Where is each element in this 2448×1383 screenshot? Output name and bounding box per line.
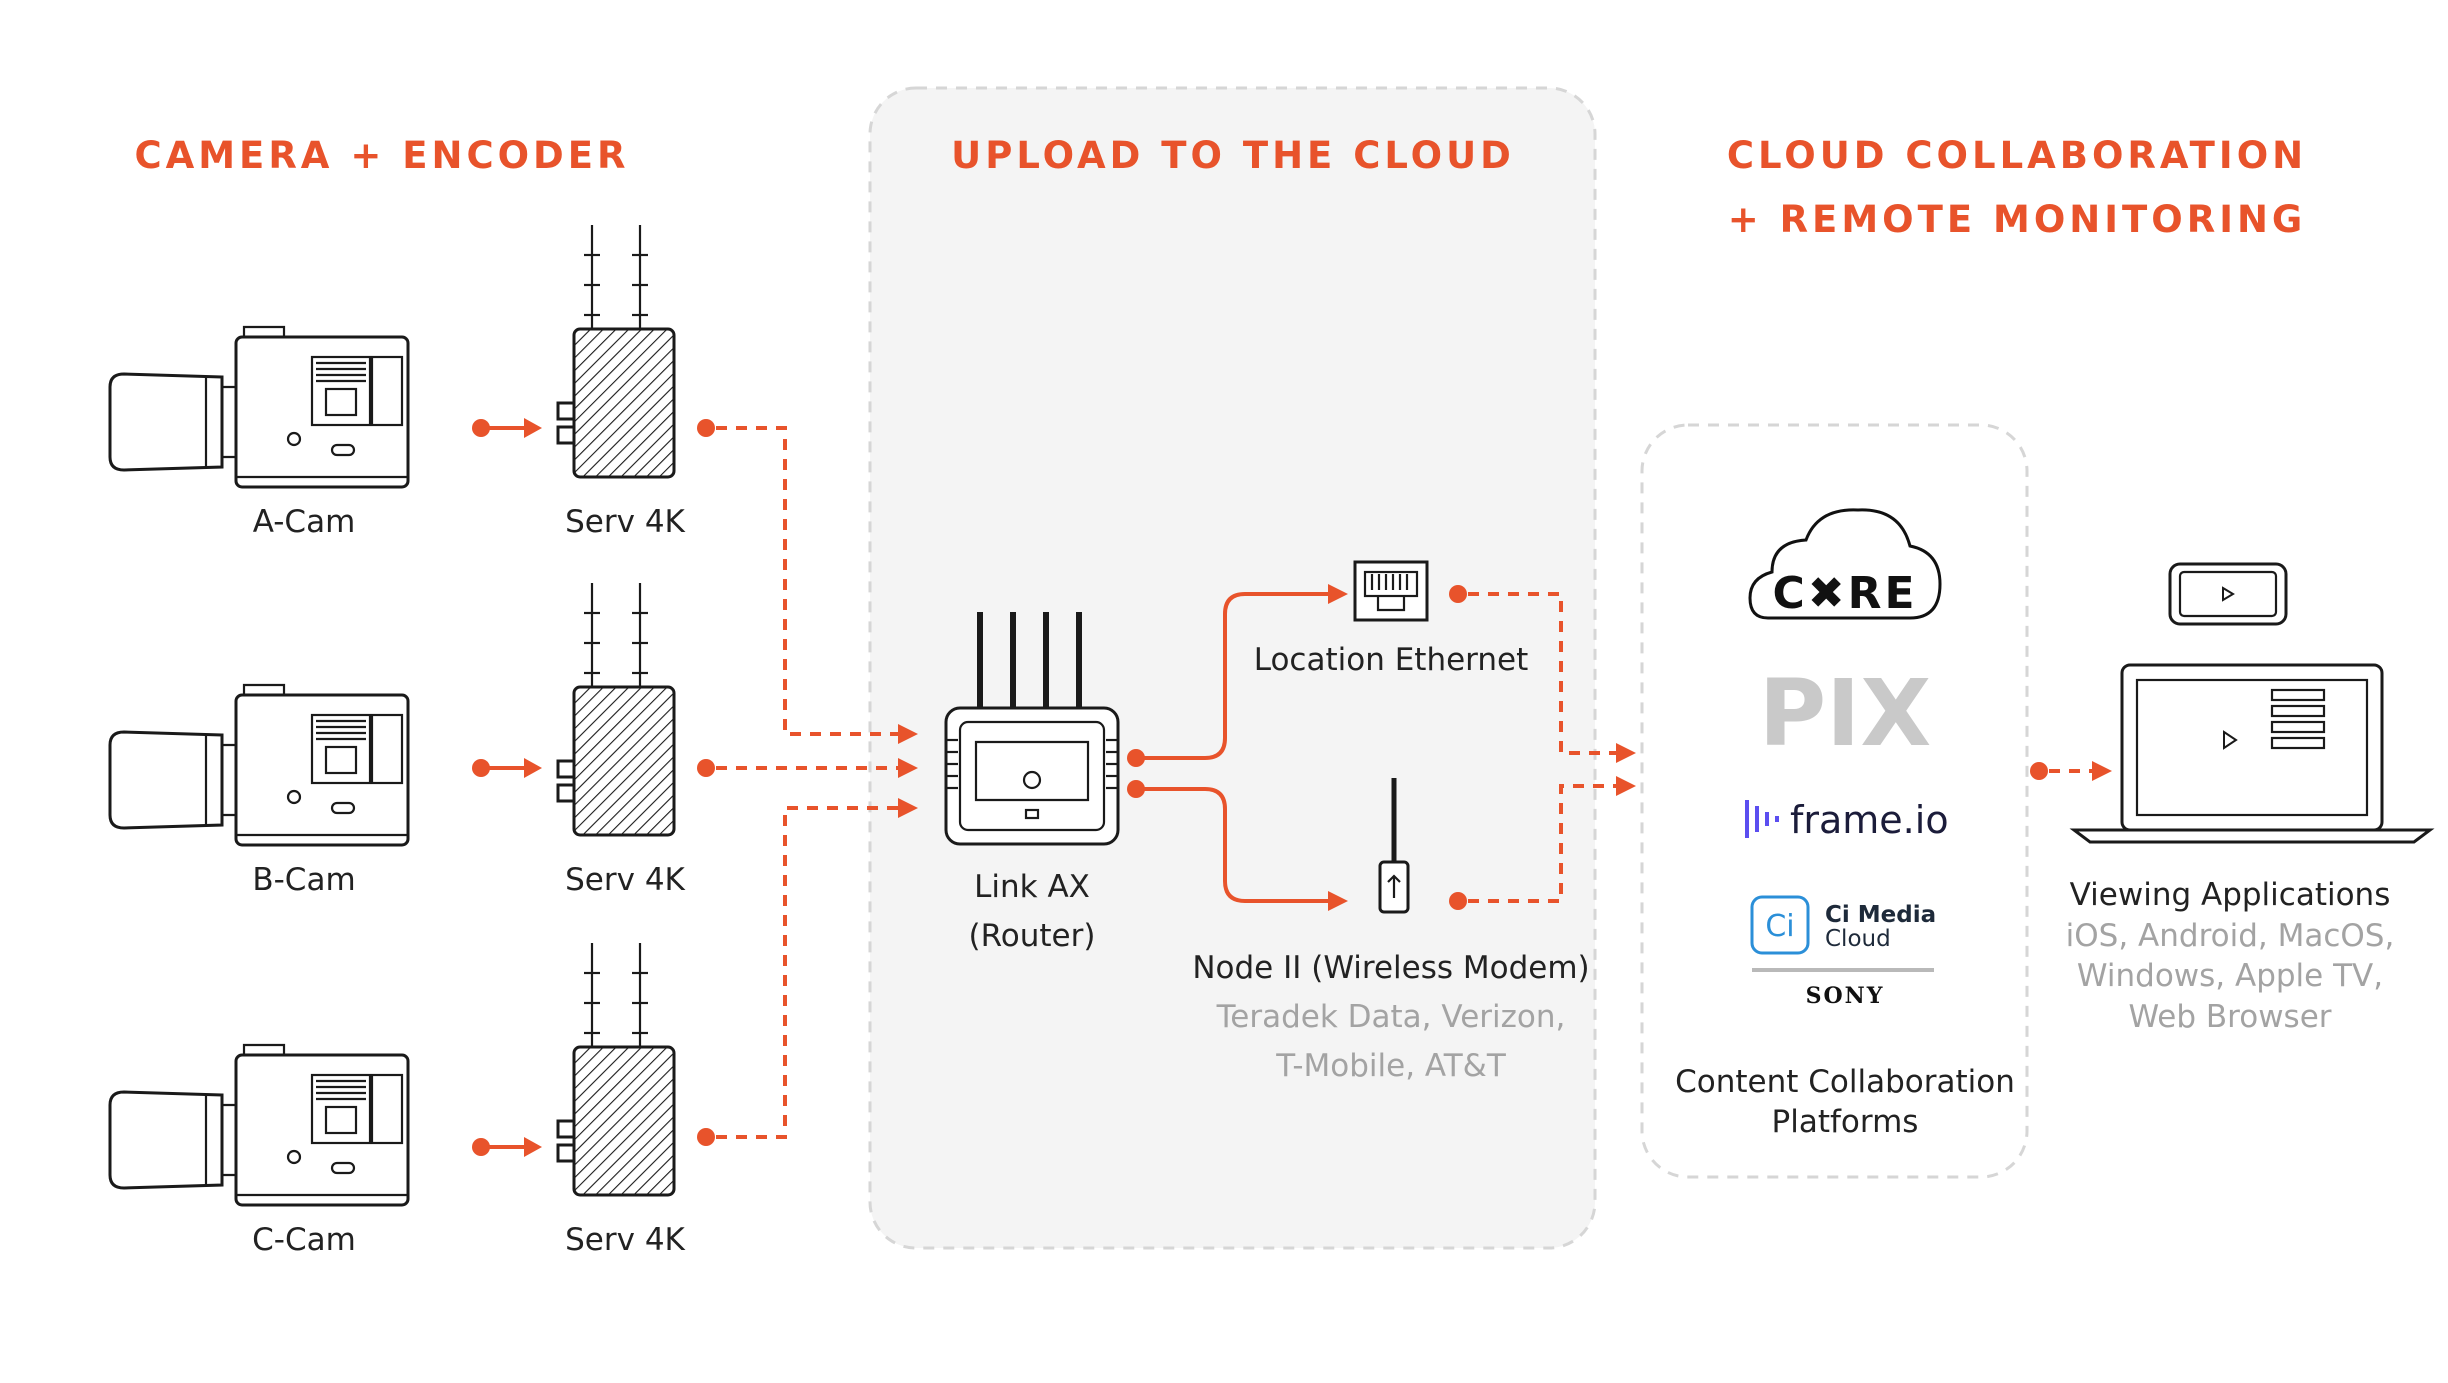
heading-upload: UPLOAD TO THE CLOUD [951, 134, 1515, 177]
ethernet-label: Location Ethernet [1254, 642, 1529, 678]
svg-text:C✖RE: C✖RE [1772, 568, 1917, 619]
frameio-logo: frame.io [1745, 798, 1949, 842]
router-outputs [1127, 584, 1348, 911]
platforms-label-2: Platforms [1772, 1104, 1919, 1140]
modem-icon [1378, 778, 1410, 914]
laptop-icon [2069, 663, 2435, 844]
heading-collab-1: CLOUD COLLABORATION [1727, 134, 2307, 177]
modem-carriers-1: Teradek Data, Verizon, [1216, 999, 1566, 1035]
camera-row-a: A-Cam Serv 4K [108, 223, 686, 540]
encoder-label-b: Serv 4K [565, 862, 685, 898]
encoder-icon [556, 581, 676, 837]
svg-text:Cloud: Cloud [1825, 926, 1891, 952]
router-label-2: (Router) [969, 918, 1096, 954]
camera-label-a: A-Cam [253, 504, 356, 540]
heading-camera-encoder: CAMERA + ENCODER [134, 134, 629, 177]
router-label-1: Link AX [974, 869, 1090, 905]
encoder-icon [556, 223, 676, 479]
svg-text:Ci: Ci [1765, 909, 1794, 944]
router-icon [944, 612, 1120, 846]
camera-label-b: B-Cam [252, 862, 355, 898]
ci-media-cloud-logo: Ci Ci Media Cloud SONY [1750, 895, 1936, 1009]
camera-icon [108, 325, 410, 489]
platforms-label-1: Content Collaboration [1675, 1064, 2015, 1100]
heading-collab-2: + REMOTE MONITORING [1728, 198, 2307, 241]
play-icon [2223, 730, 2238, 750]
sony-logo: SONY [1806, 983, 1885, 1009]
cloud-icon [1748, 508, 1942, 620]
upload-panel [868, 86, 1597, 1250]
viewing-title: Viewing Applications [2070, 877, 2391, 913]
viewing-line-1: iOS, Android, MacOS, [2066, 918, 2395, 954]
core-logo: C✖RE [1748, 508, 1942, 620]
to-viewing-connector [2030, 761, 2112, 781]
camera-icon [108, 683, 410, 847]
to-platforms-connectors [1449, 585, 1636, 910]
modem-label: Node II (Wireless Modem) [1192, 950, 1589, 986]
encoder-label-c: Serv 4K [565, 1222, 685, 1258]
svg-text:Ci Media: Ci Media [1825, 902, 1936, 928]
encoder-icon [556, 941, 676, 1197]
play-icon [2222, 586, 2235, 602]
camera-icon [108, 1043, 410, 1207]
phone-icon [2168, 562, 2288, 626]
encoder-label-a: Serv 4K [565, 504, 685, 540]
ethernet-icon [1353, 560, 1429, 622]
camera-label-c: C-Cam [252, 1222, 356, 1258]
camera-row-b: B-Cam Serv 4K [108, 581, 686, 898]
encoder-to-router-connectors [697, 419, 918, 1146]
camera-row-c: C-Cam Serv 4K [108, 941, 686, 1258]
modem-carriers-2: T-Mobile, AT&T [1275, 1048, 1507, 1084]
pix-logo: PIX [1759, 660, 1932, 767]
svg-text:frame.io: frame.io [1790, 798, 1949, 842]
viewing-line-2: Windows, Apple TV, [2077, 958, 2383, 994]
viewing-line-3: Web Browser [2128, 999, 2331, 1035]
